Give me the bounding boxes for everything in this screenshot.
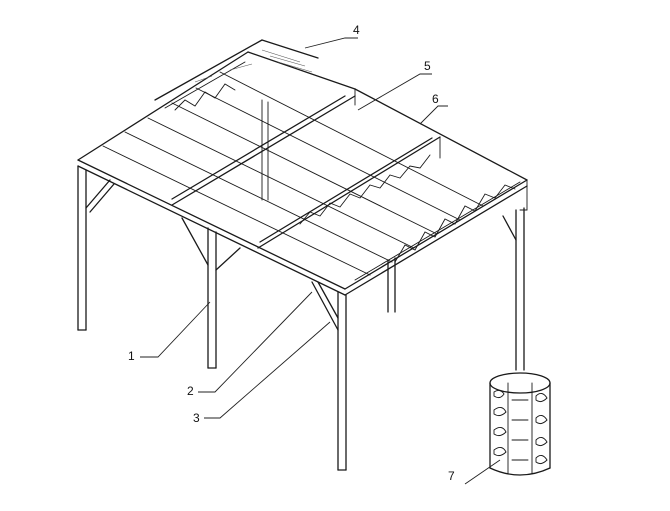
truss-chord: [354, 181, 521, 281]
back-left-beam: [77, 51, 249, 161]
truss-bottom-chord: [171, 95, 346, 200]
purlin: [195, 87, 461, 221]
label-6: 6: [432, 92, 439, 106]
purlin: [147, 117, 415, 249]
truss-top-chord: [257, 136, 441, 249]
truss-web: [174, 83, 236, 111]
truss-top-chord: [171, 95, 356, 206]
leader-5: [357, 73, 432, 111]
brace: [311, 281, 339, 331]
back-ridge: [247, 51, 356, 90]
brace: [85, 179, 111, 209]
purlin: [124, 131, 393, 263]
label-2: 2: [187, 384, 194, 398]
label-1: 1: [128, 349, 135, 363]
label-3: 3: [193, 411, 200, 425]
columns: [77, 99, 525, 471]
leader-4: [304, 37, 358, 49]
purlins: [102, 71, 484, 276]
truss-web: [394, 184, 516, 263]
leader-1: [140, 301, 211, 358]
roof-sheet-glazing: [194, 49, 313, 83]
brace: [181, 217, 209, 266]
label-5: 5: [424, 59, 431, 73]
leader-6: [419, 105, 448, 125]
leader-2: [198, 291, 313, 393]
right-eave-beam-lower: [344, 185, 528, 296]
purlin: [102, 145, 371, 276]
trusses: [164, 61, 528, 281]
purlin: [219, 71, 484, 207]
brace: [502, 215, 517, 241]
callout-labels: 1 2 3 4 5 6 7: [128, 23, 455, 483]
label-7: 7: [448, 469, 455, 483]
leader-7: [464, 459, 501, 485]
front-eave-beam-lower: [77, 165, 346, 296]
brace: [215, 247, 241, 271]
back-right-beam: [354, 88, 528, 181]
leaders: [140, 37, 501, 485]
truss-bottom-chord: [259, 137, 433, 243]
truss-web: [299, 154, 431, 225]
leader-3: [204, 321, 331, 419]
back-extension: [154, 39, 263, 101]
purlin: [171, 102, 438, 235]
label-4: 4: [353, 23, 360, 37]
back-extension-top: [261, 39, 319, 59]
front-eave-beam: [77, 159, 346, 290]
braces: [85, 179, 517, 331]
foundation-pile: [489, 372, 551, 476]
